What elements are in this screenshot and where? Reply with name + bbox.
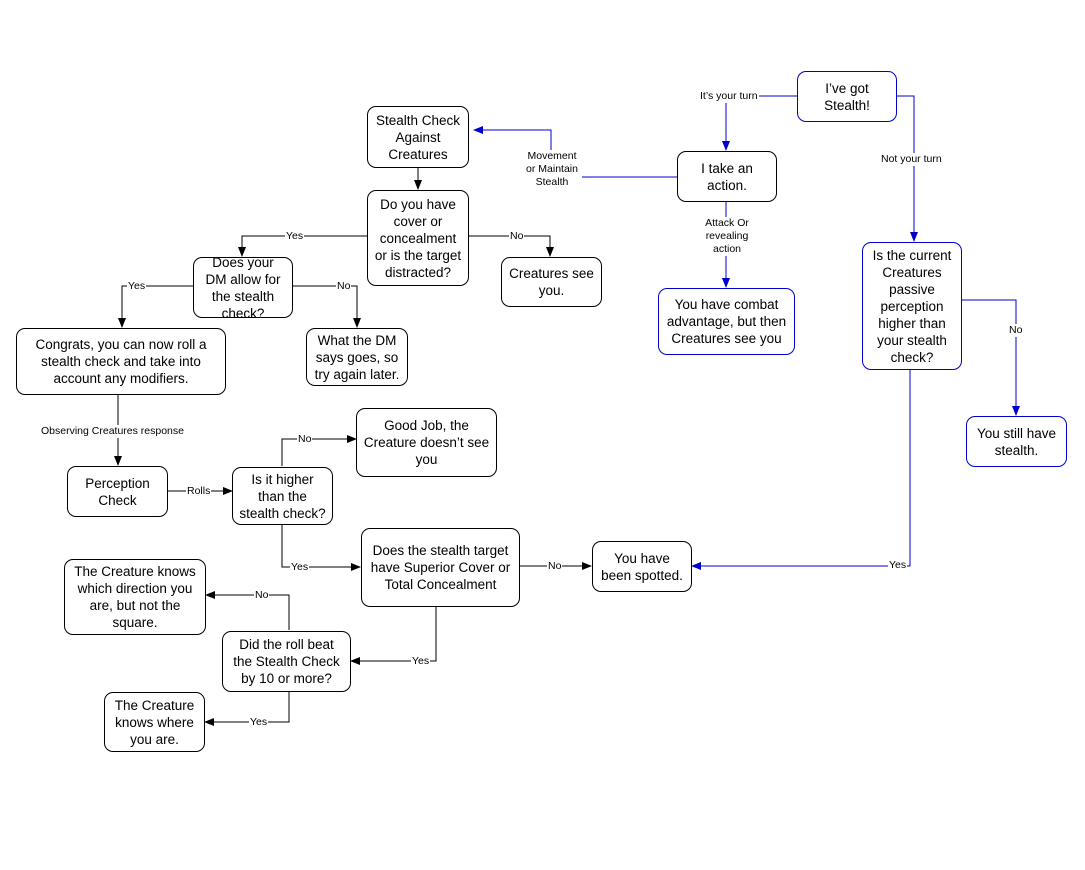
node-dm-allow: Does your DM allow for the stealth check… xyxy=(193,255,293,321)
edge-higher-to-good-job xyxy=(281,435,357,466)
node-got-stealth: I’ve got Stealth! xyxy=(797,71,897,122)
edge-dm-to-congrats xyxy=(118,285,193,328)
node-is-it-higher: Is it higher than the stealth check? xyxy=(232,467,333,525)
edge-label-observing: Observing Creatures response xyxy=(40,425,185,438)
edge-label-passive-no: No xyxy=(1008,324,1024,337)
node-do-you-have-cover: Do you have cover or concealment or is t… xyxy=(367,190,469,286)
edge-label-dm-yes: Yes xyxy=(127,280,147,293)
edge-label-cover-no: No xyxy=(509,230,525,243)
edge-got-stealth-to-passive xyxy=(897,95,918,242)
edge-label-higher-no: No xyxy=(297,433,313,446)
node-superior-cover: Does the stealth target have Superior Co… xyxy=(361,528,520,607)
edge-passive-to-spotted xyxy=(691,370,911,570)
edge-got-stealth-to-take-action xyxy=(722,95,797,151)
node-been-spotted: You have been spotted. xyxy=(592,541,692,592)
node-knows-direction: The Creature knows which direction you a… xyxy=(64,559,206,635)
node-combat-advantage: You have combat advantage, but then Crea… xyxy=(658,288,795,355)
edge-label-beat-yes: Yes xyxy=(249,716,269,729)
node-perception-check: Perception Check xyxy=(67,466,168,517)
edge-label-cover-yes: Yes xyxy=(285,230,305,243)
edge-label-its-your-turn: It’s your turn xyxy=(699,90,759,103)
edge-label-not-your-turn: Not your turn xyxy=(880,153,943,166)
edge-dm-to-what-dm-says xyxy=(293,285,361,328)
edge-label-dm-no: No xyxy=(336,280,352,293)
node-stealth-check-against: Stealth Check Against Creatures xyxy=(367,106,469,168)
node-take-action: I take an action. xyxy=(677,151,777,202)
edge-label-superior-yes: Yes xyxy=(411,655,431,668)
edge-cover-to-dm xyxy=(238,235,367,257)
edge-higher-to-superior xyxy=(281,524,361,571)
node-still-have-stealth: You still have stealth. xyxy=(966,416,1067,467)
edge-label-superior-no: No xyxy=(547,560,563,573)
node-what-dm-says: What the DM says goes, so try again late… xyxy=(306,328,408,386)
edge-label-higher-yes: Yes xyxy=(290,561,310,574)
node-congrats: Congrats, you can now roll a stealth che… xyxy=(16,328,226,395)
node-passive-perception: Is the current Creatures passive percept… xyxy=(862,242,962,370)
node-did-roll-beat: Did the roll beat the Stealth Check by 1… xyxy=(222,631,351,692)
edge-passive-to-still-stealth xyxy=(962,299,1020,416)
edge-label-attack: Attack Or revealing action xyxy=(700,217,754,256)
edge-label-beat-no: No xyxy=(254,589,270,602)
edge-label-passive-yes: Yes xyxy=(888,559,908,572)
node-knows-where: The Creature knows where you are. xyxy=(104,692,205,752)
edge-label-rolls: Rolls xyxy=(186,485,212,498)
edge-superior-to-did-roll xyxy=(350,607,437,665)
edge-label-movement: Movement or Maintain Stealth xyxy=(522,150,582,189)
edge-did-roll-to-knows-direction xyxy=(205,591,290,630)
node-good-job: Good Job, the Creature doesn’t see you xyxy=(356,408,497,477)
node-creatures-see-you: Creatures see you. xyxy=(501,257,602,307)
edge-cover-to-creatures-see xyxy=(469,235,554,257)
edge-did-roll-to-knows-where xyxy=(204,692,290,726)
